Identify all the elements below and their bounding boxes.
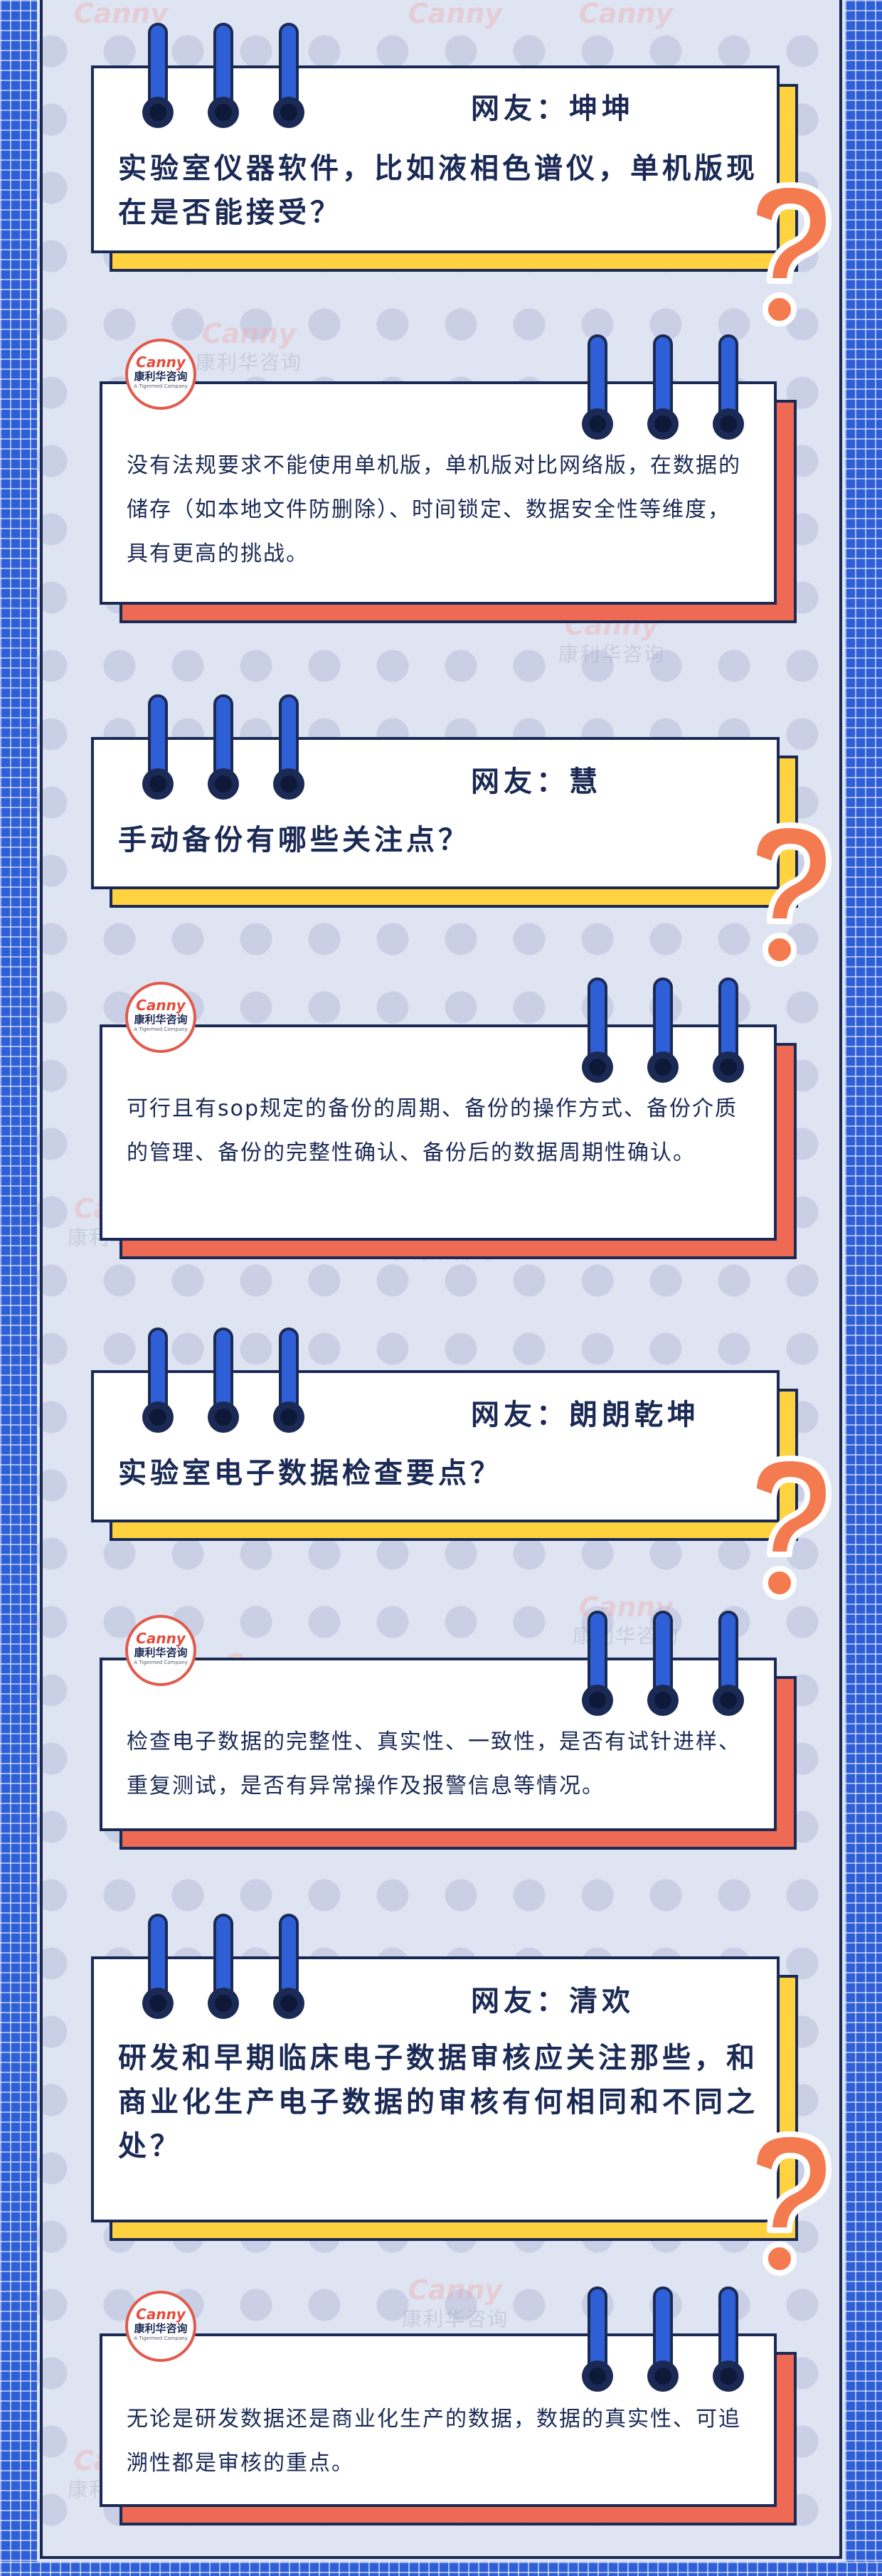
pin-icon bbox=[647, 334, 679, 441]
pin-icon bbox=[208, 694, 239, 801]
pin-icon bbox=[208, 1914, 239, 2020]
question-text: 实验室仪器软件，比如液相色谱仪，单机版现在是否能接受？ bbox=[118, 152, 758, 229]
question-mark-icon bbox=[751, 182, 831, 327]
pin-icon bbox=[142, 694, 174, 801]
question-card-4: 网友：清欢 研发和早期临床电子数据审核应关注那些，和商业化生产电子数据的审核有何… bbox=[91, 1956, 798, 2241]
question-text: 实验室电子数据检查要点？ bbox=[118, 1457, 502, 1490]
pin-icon bbox=[142, 1914, 174, 2020]
bottom-frame-border bbox=[0, 2562, 882, 2576]
answer-text: 没有法规要求不能使用单机版，单机版对比网络版，在数据的储存（如本地文件防删除）、… bbox=[127, 453, 741, 566]
question-card-1: 网友：坤坤 实验室仪器软件，比如液相色谱仪，单机版现在是否能接受？ bbox=[91, 65, 798, 272]
pin-icon bbox=[273, 1914, 304, 2020]
pin-icon bbox=[273, 1327, 304, 1434]
question-text: 研发和早期临床电子数据审核应关注那些，和商业化生产电子数据的审核有何相同和不同之… bbox=[118, 2042, 758, 2163]
pin-icon bbox=[142, 1327, 174, 1434]
pin-icon bbox=[582, 977, 613, 1084]
answer-text: 无论是研发数据还是商业化生产的数据，数据的真实性、可追溯性都是审核的重点。 bbox=[127, 2407, 741, 2476]
pin-icon bbox=[142, 23, 174, 129]
pin-icon bbox=[647, 2286, 679, 2393]
answer-card-3: 检查电子数据的完整性、真实性、一致性，是否有试针进样、重复测试，是否有异常操作及… bbox=[100, 1658, 797, 1850]
question-mark-icon bbox=[751, 1456, 831, 1600]
pin-icon bbox=[273, 23, 304, 129]
question-card-2: 网友：慧 手动备份有哪些关注点？ bbox=[91, 737, 798, 908]
watermark: Canny bbox=[408, 0, 503, 29]
answer-text: 可行且有sop规定的备份的周期、备份的操作方式、备份介质的管理、备份的完整性确认… bbox=[127, 1096, 738, 1165]
pin-icon bbox=[273, 694, 304, 801]
left-frame-border bbox=[0, 0, 37, 2576]
pin-icon bbox=[713, 334, 744, 441]
asker-name: 网友：坤坤 bbox=[471, 92, 634, 125]
asker-name: 网友：朗朗乾坤 bbox=[471, 1399, 700, 1431]
pin-icon bbox=[713, 977, 744, 1084]
pin-icon bbox=[713, 2286, 744, 2393]
answer-text: 检查电子数据的完整性、真实性、一致性，是否有试针进样、重复测试，是否有异常操作及… bbox=[127, 1729, 741, 1798]
pin-icon bbox=[208, 1327, 239, 1434]
pin-icon bbox=[208, 23, 239, 129]
pin-icon bbox=[647, 1611, 679, 1717]
pin-icon bbox=[713, 1611, 744, 1717]
answer-card-4: 无论是研发数据还是商业化生产的数据，数据的真实性、可追溯性都是审核的重点。 bbox=[100, 2333, 797, 2525]
asker-name: 网友：慧 bbox=[471, 765, 602, 798]
asker-name: 网友：清欢 bbox=[471, 1985, 634, 2018]
pin-icon bbox=[582, 1611, 613, 1717]
pin-icon bbox=[582, 2286, 613, 2393]
pin-icon bbox=[582, 334, 613, 441]
pin-icon bbox=[647, 977, 679, 1084]
question-mark-icon bbox=[751, 822, 831, 967]
answer-card-2: 可行且有sop规定的备份的周期、备份的操作方式、备份介质的管理、备份的完整性确认… bbox=[100, 1024, 797, 1259]
question-card-3: 网友：朗朗乾坤 实验室电子数据检查要点？ bbox=[91, 1370, 798, 1541]
watermark: Canny bbox=[578, 0, 674, 29]
answer-card-1: 没有法规要求不能使用单机版，单机版对比网络版，在数据的储存（如本地文件防删除）、… bbox=[100, 381, 797, 623]
right-frame-border bbox=[845, 0, 882, 2576]
question-text: 手动备份有哪些关注点？ bbox=[118, 824, 470, 857]
question-mark-icon bbox=[751, 2131, 831, 2276]
